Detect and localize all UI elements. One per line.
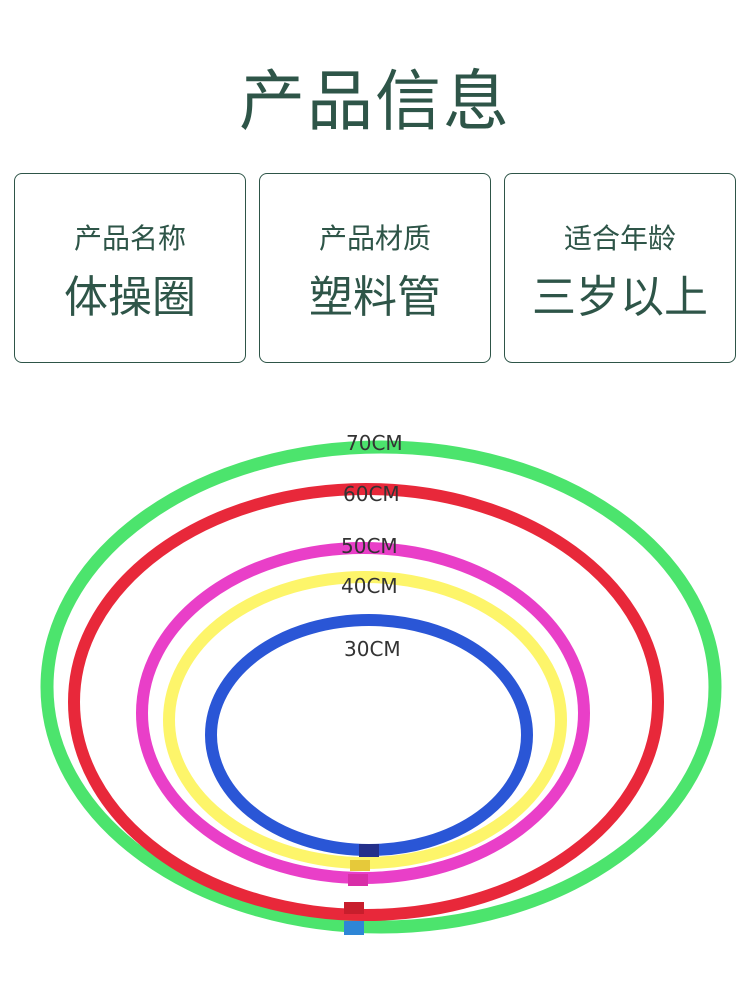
hoop-connector-red <box>344 902 364 914</box>
info-card-label: 产品名称 <box>73 222 186 255</box>
info-card-value: 体操圈 <box>64 272 196 323</box>
hoop-connector-navy <box>359 844 379 857</box>
hoop-size-label-50: 50CM <box>341 534 398 558</box>
hoop-connector-blue <box>344 921 364 935</box>
info-card-material: 产品材质 塑料管 <box>259 173 491 363</box>
info-card-age: 适合年龄 三岁以上 <box>504 173 736 363</box>
hoop-70cm <box>40 440 722 934</box>
hoops-illustration: 70CM 60CM 50CM 40CM 30CM <box>40 431 722 935</box>
info-card-product-name: 产品名称 体操圈 <box>14 173 246 363</box>
hoop-connector-pink <box>348 874 368 886</box>
info-card-value: 三岁以上 <box>532 272 708 323</box>
hoop-size-label-70: 70CM <box>346 431 403 455</box>
hoop-connector-yellow <box>350 860 370 871</box>
info-cards: 产品名称 体操圈 产品材质 塑料管 适合年龄 三岁以上 <box>14 173 736 363</box>
hoop-size-label-30: 30CM <box>344 637 401 661</box>
hoop-size-label-60: 60CM <box>343 482 400 506</box>
info-card-label: 产品材质 <box>318 222 431 255</box>
hoop-size-label-40: 40CM <box>341 574 398 598</box>
page-title: 产品信息 <box>239 63 511 140</box>
info-card-label: 适合年龄 <box>563 222 676 255</box>
hoop-60cm <box>68 483 664 921</box>
info-card-value: 塑料管 <box>309 272 441 323</box>
